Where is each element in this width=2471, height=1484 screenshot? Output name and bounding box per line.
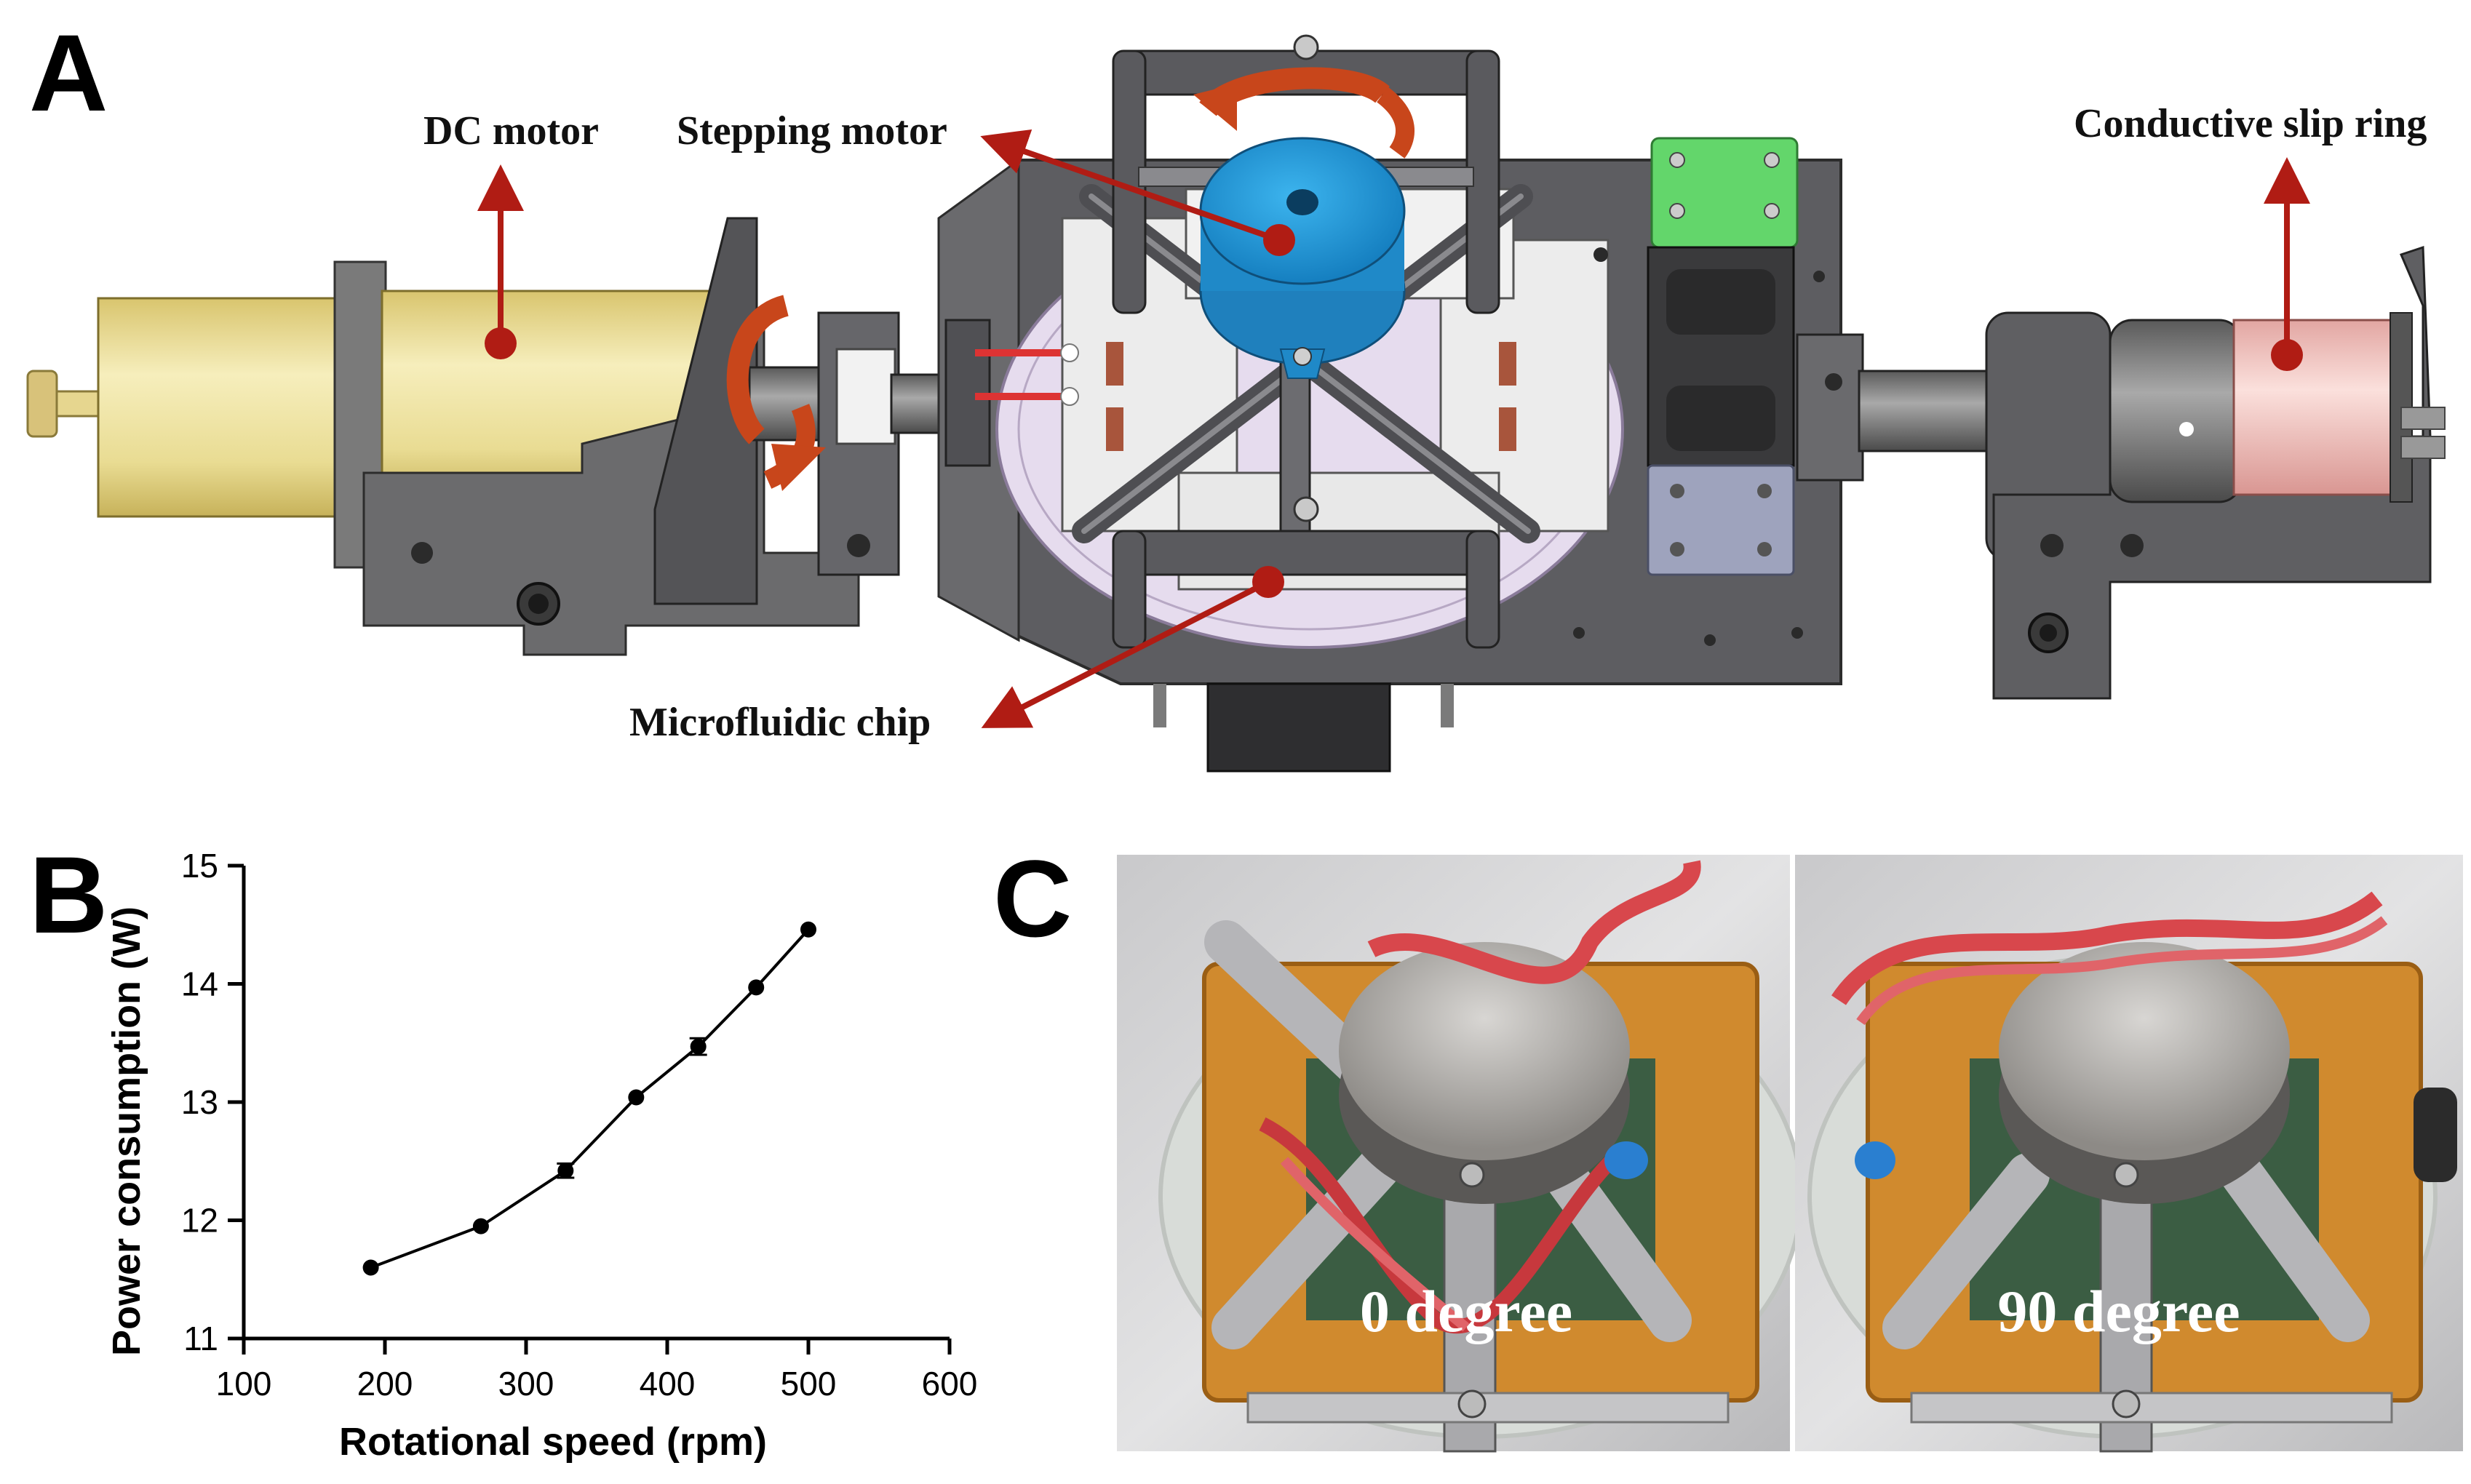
x-axis-label: Rotational speed (rpm) [339, 1420, 767, 1464]
data-point [628, 1089, 645, 1106]
panel-letter-a: A [29, 12, 108, 134]
y-tick-label: 15 [181, 847, 218, 885]
device-diagram [26, 34, 2446, 773]
rotation-arrow-dc-icon [726, 295, 826, 491]
x-tick-label: 200 [357, 1365, 413, 1403]
panel-letter-c: C [993, 837, 1073, 960]
photo-panel: 0 degree 90 degree [1117, 855, 2463, 1453]
label-stepping-motor: Stepping motor [677, 108, 947, 153]
data-point [472, 1218, 489, 1234]
photo-label-90-degree: 90 degree [1997, 1278, 2240, 1344]
x-tick-label: 100 [216, 1365, 272, 1403]
x-tick-label: 300 [498, 1365, 554, 1403]
y-tick-label: 12 [181, 1202, 218, 1240]
label-microfluidic-chip: Microfluidic chip [629, 700, 931, 745]
panel-letter-b: B [29, 834, 108, 956]
y-tick-label: 13 [181, 1083, 218, 1121]
data-point [362, 1259, 379, 1276]
data-point [557, 1162, 574, 1179]
photo-label-0-degree: 0 degree [1360, 1278, 1572, 1344]
x-tick-label: 600 [922, 1365, 978, 1403]
data-point [748, 979, 765, 996]
slip-ring-body [2232, 319, 2395, 496]
series-line [370, 928, 810, 1269]
x-tick-label: 400 [640, 1365, 696, 1403]
photo-90-degree: 90 degree [1795, 855, 2463, 1453]
data-point [690, 1038, 707, 1055]
sensor-tower [1647, 137, 1799, 576]
slip-ring-assembly [1796, 245, 2446, 700]
y-tick-label: 14 [181, 965, 218, 1003]
photo-0-degree: 0 degree [1117, 855, 1803, 1453]
y-tick-label: 11 [183, 1320, 218, 1357]
rotation-arrow-stepper-icon [1193, 67, 1414, 159]
data-point [800, 921, 816, 938]
stepping-motor [1199, 137, 1406, 379]
callout-arrows [477, 129, 2310, 728]
y-axis-label: Power consumption (W) [105, 906, 148, 1356]
label-dc-motor: DC motor [423, 108, 600, 153]
x-tick-label: 500 [781, 1365, 837, 1403]
label-conductive-slip-ring: Conductive slip ring [2074, 101, 2427, 146]
dc-motor-body [97, 297, 347, 518]
